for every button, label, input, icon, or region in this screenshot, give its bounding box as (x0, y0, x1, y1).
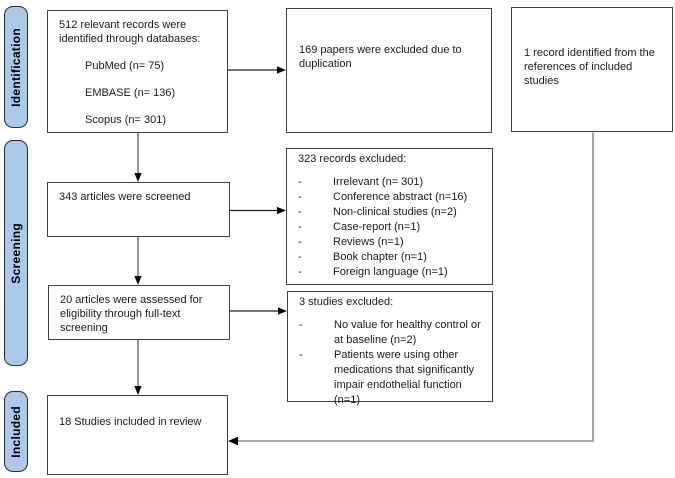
phase-included: Included (4, 391, 28, 472)
list-item: - Book chapter (n=1) (296, 250, 486, 265)
bullet-dash: - (299, 319, 303, 331)
arrow-screened-to-fulltext (134, 237, 142, 285)
phase-identification: Identification (4, 6, 28, 128)
box-duplicates-excluded: 169 papers were excluded due to duplicat… (286, 8, 492, 133)
phase-screening: Screening (4, 140, 28, 366)
arrow-screened-to-records-excluded (230, 206, 286, 215)
bullet-dash: - (298, 206, 302, 218)
excluded-reason: Book chapter (n=1) (333, 251, 427, 263)
bullet-dash: - (298, 191, 302, 203)
arrow-fulltext-to-studies-excluded (230, 307, 287, 315)
source-pubmed: PubMed (n= 75) (85, 60, 165, 72)
excluded-reason: Patients were using other medications th… (334, 349, 475, 406)
phase-identification-label: Identification (9, 27, 23, 107)
arrow-fulltext-to-included (134, 340, 142, 395)
studies-excluded-title: 3 studies excluded: (299, 296, 394, 308)
list-item: - No value for healthy control or at base… (297, 318, 486, 348)
excluded-reason: Non-clinical studies (n=2) (333, 206, 457, 218)
bullet-dash: - (299, 349, 303, 361)
reference-record-text: 1 record identified from the references … (524, 47, 655, 87)
excluded-reason: Case-report (n=1) (333, 221, 421, 233)
box-reference-record: 1 record identified from the references … (511, 7, 673, 132)
list-item: - Irrelevant (n= 301) (296, 175, 486, 190)
bullet-dash: - (298, 251, 302, 263)
records-identified-text: 512 relevant records were identified thr… (59, 19, 201, 45)
box-fulltext-assessed: 20 articles were assessed for eligibilit… (48, 285, 230, 340)
box-studies-included: 18 Studies included in review (47, 395, 228, 475)
bullet-dash: - (298, 221, 302, 233)
bullet-dash: - (298, 176, 302, 188)
excluded-reason: Reviews (n=1) (333, 236, 404, 248)
records-excluded-title: 323 records excluded: (298, 153, 407, 165)
list-item: - Case-report (n=1) (296, 220, 486, 235)
box-studies-excluded: 3 studies excluded: - No value for health… (287, 291, 493, 406)
excluded-reason: Foreign language (n=1) (333, 266, 448, 278)
phase-included-label: Included (9, 405, 23, 458)
phase-screening-label: Screening (9, 222, 23, 284)
list-item: - Foreign language (n=1) (296, 265, 486, 280)
bullet-dash: - (298, 266, 302, 278)
arrow-identified-to-duplicates (228, 66, 286, 74)
excluded-reason: No value for healthy control or at basel… (334, 319, 481, 346)
duplicates-excluded-text: 169 papers were excluded due to duplicat… (299, 44, 462, 70)
box-articles-screened: 343 articles were screened (47, 182, 230, 237)
excluded-reason: Irrelevant (n= 301) (333, 176, 424, 188)
box-records-identified: 512 relevant records were identified thr… (47, 10, 228, 133)
source-embase: EMBASE (n= 136) (85, 87, 176, 99)
list-item: - Conference abstract (n=16) (296, 190, 486, 205)
arrow-identified-to-screened (134, 133, 142, 182)
studies-included-text: 18 Studies included in review (59, 416, 202, 428)
list-item: - Non-clinical studies (n=2) (296, 205, 486, 220)
excluded-reason: Conference abstract (n=16) (333, 191, 468, 203)
list-item: - Reviews (n=1) (296, 235, 486, 250)
fulltext-assessed-text: 20 articles were assessed for eligibilit… (60, 294, 203, 334)
bullet-dash: - (298, 236, 302, 248)
box-records-excluded: 323 records excluded: - Irrelevant (n= 30… (286, 148, 493, 285)
articles-screened-text: 343 articles were screened (59, 191, 191, 203)
list-item: - Patients were using other medications t… (297, 348, 486, 408)
source-scopus: Scopus (n= 301) (85, 114, 167, 126)
